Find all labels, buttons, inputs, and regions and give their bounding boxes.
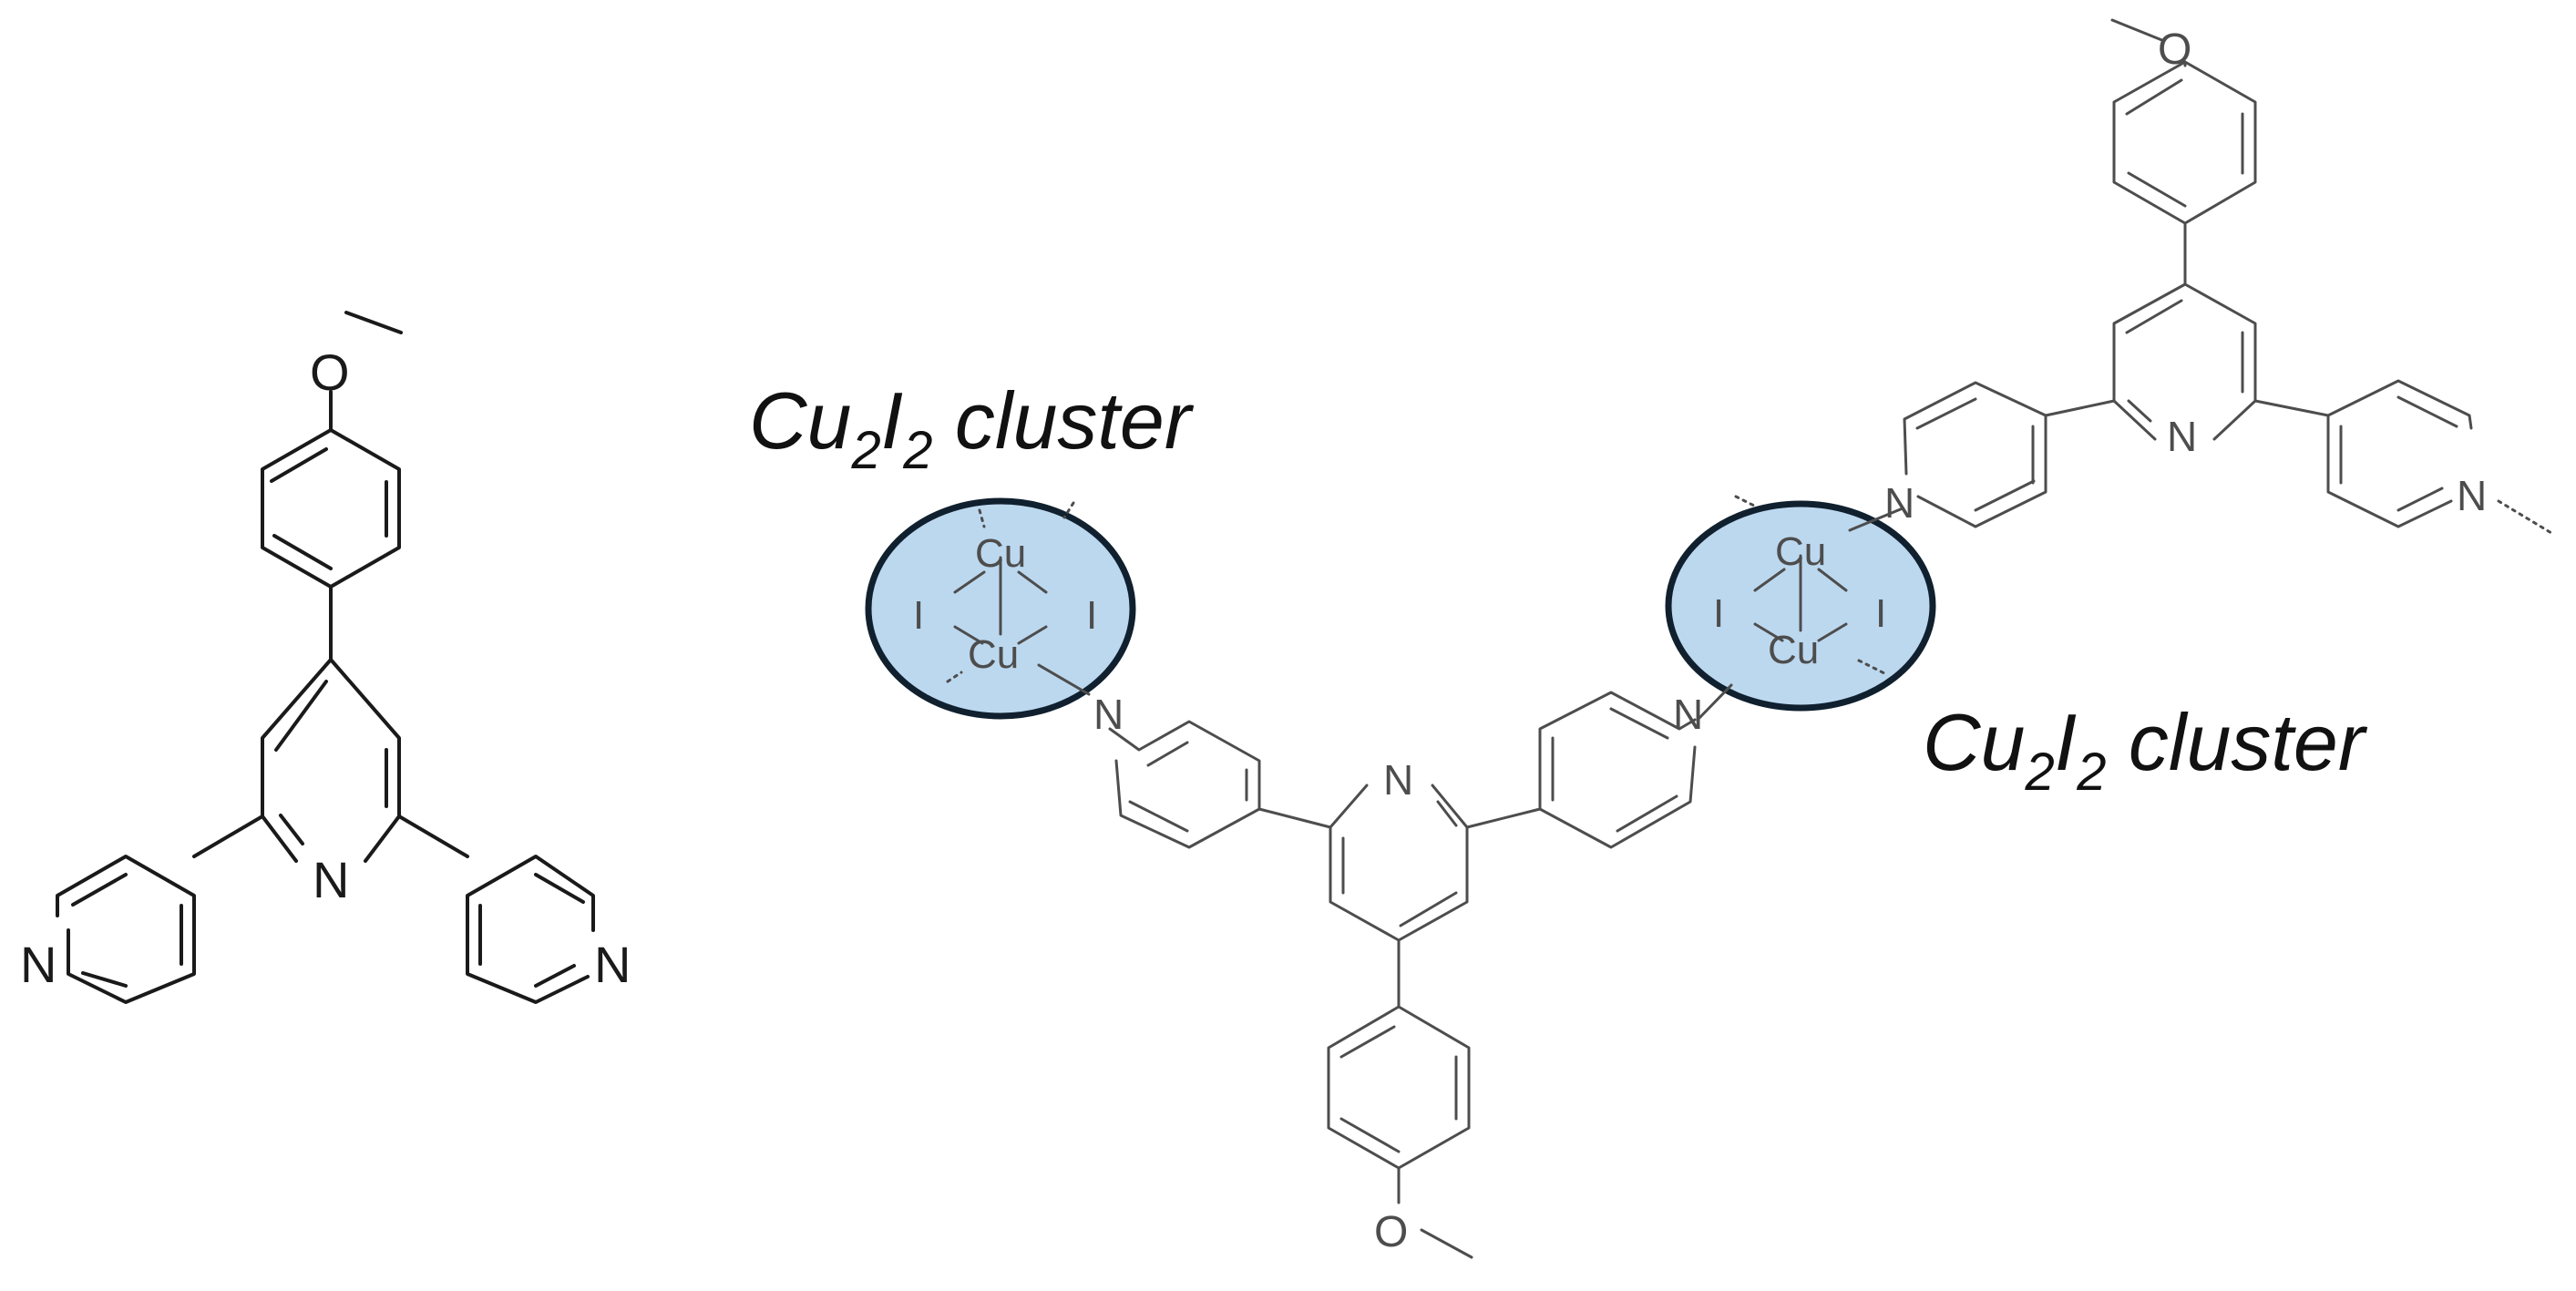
nitrogen-atom-label: N [1884,479,1914,527]
nitrogen-atom-label: N [1383,756,1413,804]
oxygen-atom-label: O [310,343,350,401]
nitrogen-atom-label: N [2167,413,2197,460]
copper-atom-label: Cu [968,632,1019,677]
nitrogen-atom-label: N [2457,472,2487,519]
nitrogen-atom-label: N [1093,691,1124,738]
nitrogen-atom-label: N [1673,691,1703,738]
nitrogen-atom-label: N [594,936,631,993]
iodine-atom-label: I [1086,593,1097,638]
oxygen-atom-label: O [2158,26,2191,74]
free-ligand-structure: O N N N [20,311,631,1004]
iodine-atom-label: I [1875,591,1886,636]
oxygen-atom-label: O [1374,1208,1408,1256]
cluster-label-right: Cu2I2 cluster [1923,697,2368,802]
coordination-polymer-structure: Cu Cu I I Cu2I2 cluster N N N [749,18,2553,1259]
copper-atom-label: Cu [975,531,1026,576]
nitrogen-atom-label: N [20,936,56,993]
copper-atom-label: Cu [1768,628,1819,672]
iodine-atom-label: I [913,593,924,638]
iodine-atom-label: I [1713,591,1724,636]
cluster-label-left: Cu2I2 cluster [749,375,1195,480]
nitrogen-atom-label: N [313,851,349,908]
copper-atom-label: Cu [1775,529,1826,574]
